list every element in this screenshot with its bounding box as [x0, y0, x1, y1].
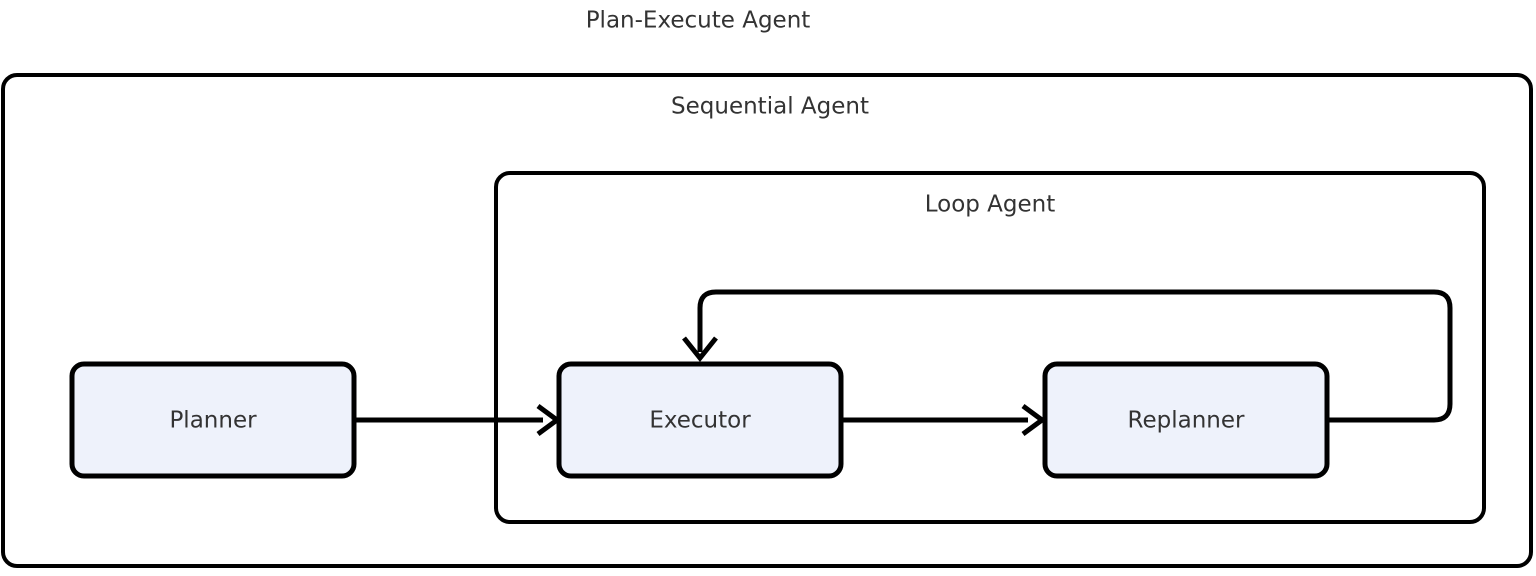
cluster-label-loop-agent: Loop Agent	[925, 192, 1056, 218]
node-label-planner: Planner	[169, 408, 257, 434]
diagram-title: Plan-Execute Agent	[586, 8, 811, 34]
arrowhead-replanner-to-executor	[682, 336, 718, 363]
node-executor[interactable]	[556, 361, 844, 479]
node-replanner[interactable]	[1042, 361, 1330, 479]
cluster-label-sequential-agent: Sequential Agent	[671, 94, 869, 120]
node-label-executor: Executor	[649, 408, 751, 434]
arrowhead-executor-to-replanner	[1021, 403, 1047, 437]
edge-replanner-to-executor	[697, 289, 1453, 423]
node-label-replanner: Replanner	[1128, 408, 1245, 434]
node-planner[interactable]	[69, 361, 357, 479]
